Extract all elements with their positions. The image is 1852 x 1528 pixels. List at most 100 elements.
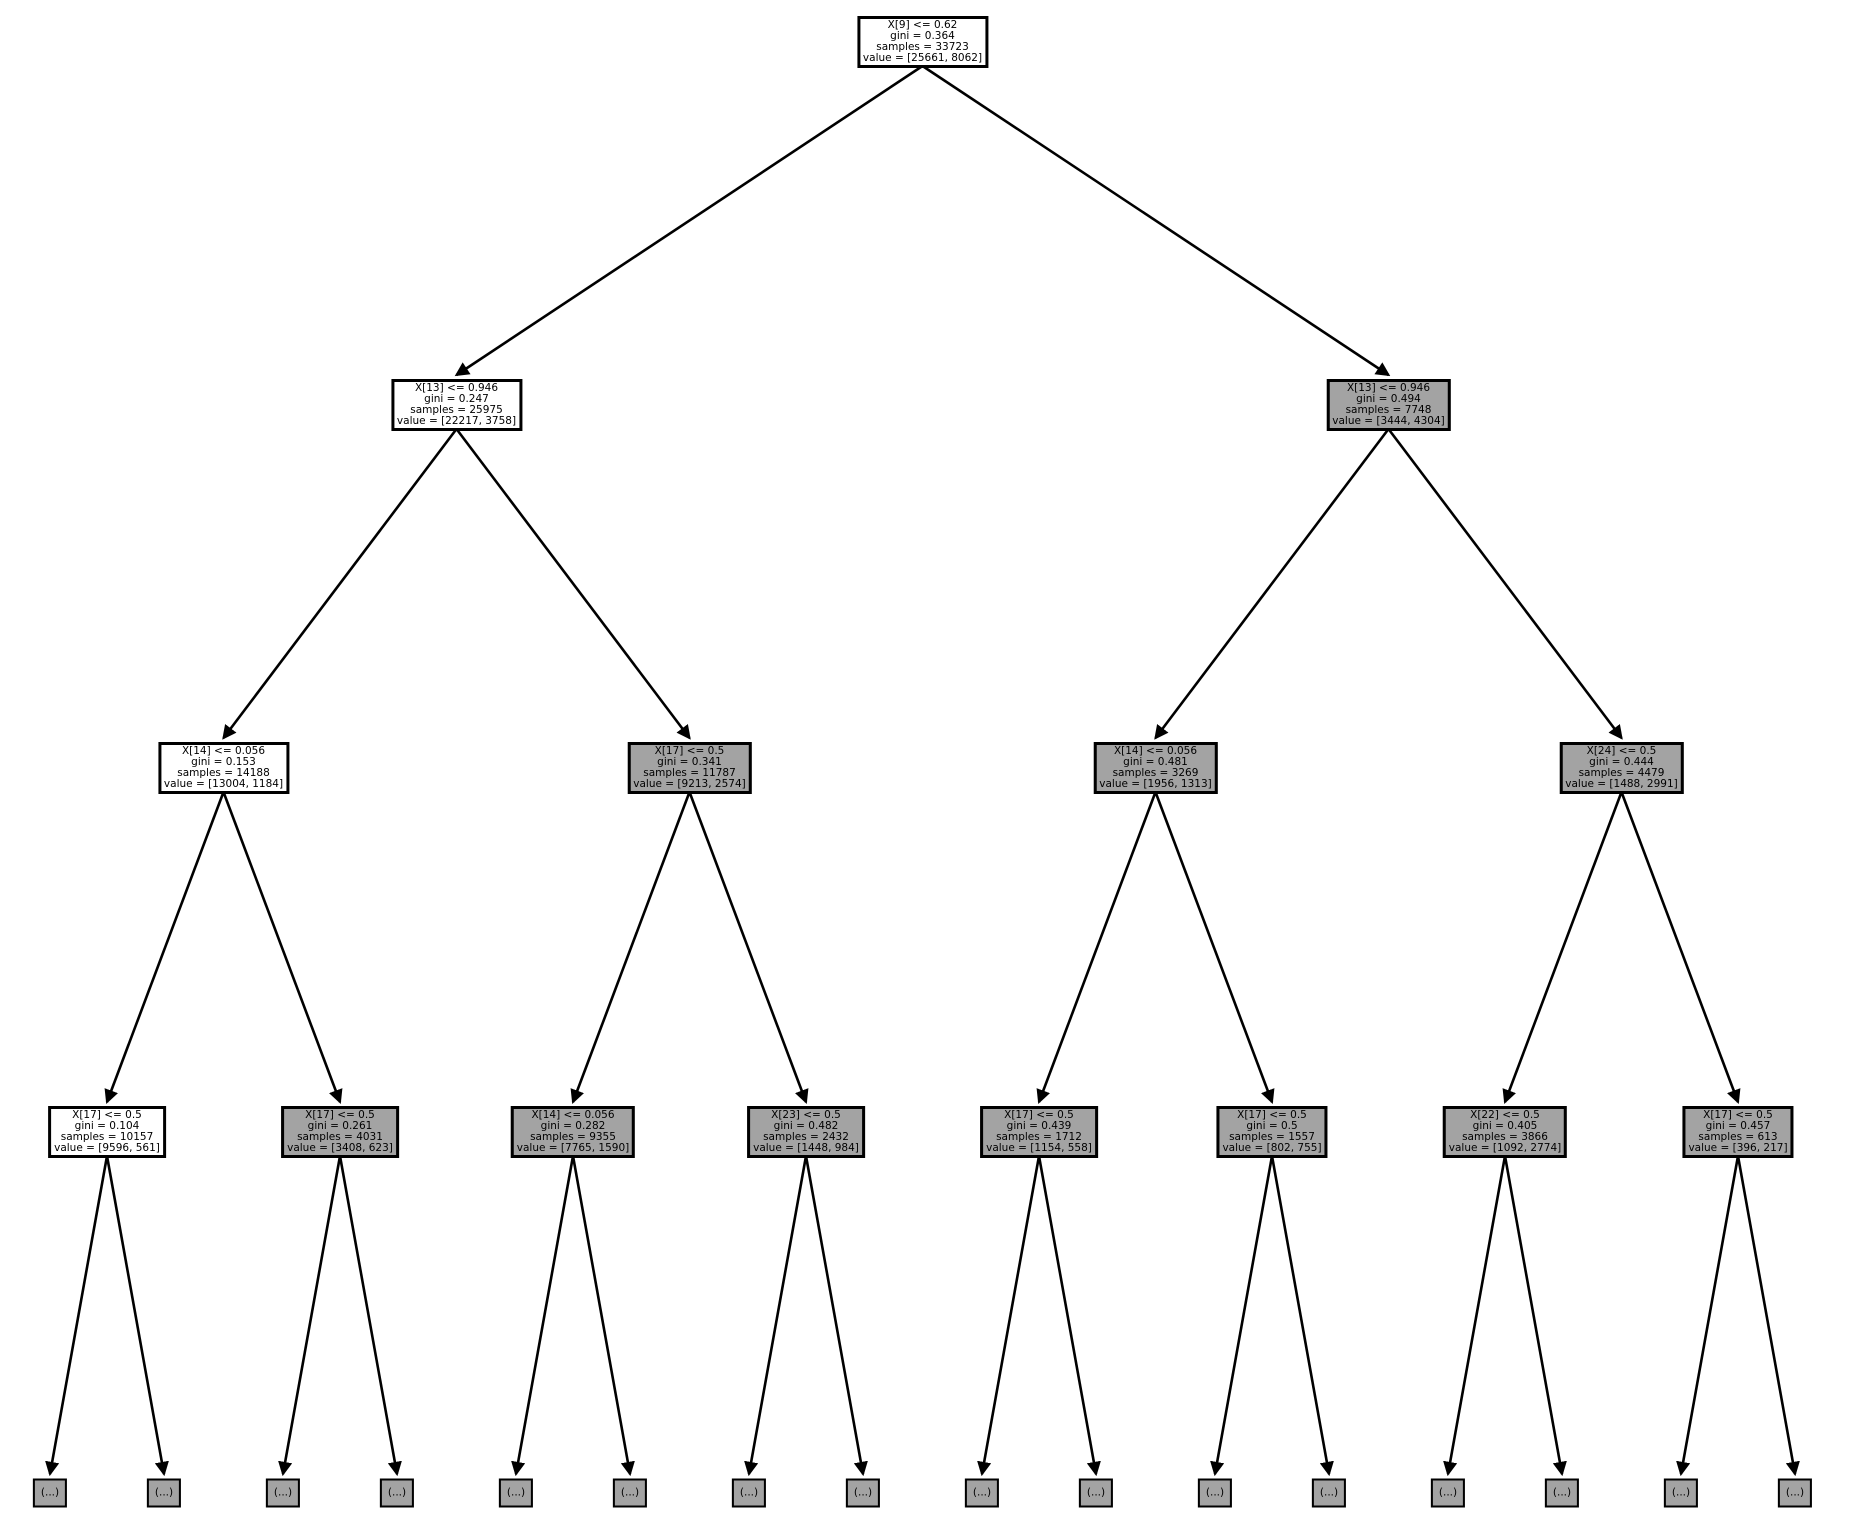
node-condition: X[24] <= 0.5 — [1586, 745, 1657, 757]
node-samples: samples = 4031 — [297, 1131, 383, 1143]
truncated-leaf-node-rootrrrr: (...) — [1777, 1478, 1813, 1508]
tree-edge — [1736, 1155, 1800, 1477]
node-condition: X[17] <= 0.5 — [1703, 1109, 1773, 1121]
truncated-leaf-node-rootrrll: (...) — [1430, 1478, 1466, 1508]
tree-edge — [222, 791, 343, 1105]
truncated-leaf-node-rootlrrr: (...) — [845, 1478, 881, 1508]
node-gini: gini = 0.341 — [657, 756, 722, 768]
node-gini: gini = 0.261 — [307, 1120, 373, 1132]
node-value: value = [1448, 984] — [753, 1142, 859, 1154]
node-value: value = [9213, 2574] — [633, 778, 746, 790]
node-value: value = [25661, 8062] — [862, 52, 983, 64]
node-condition: X[14] <= 0.056 — [1113, 745, 1198, 757]
node-condition: X[17] <= 0.5 — [654, 745, 725, 757]
tree-edge — [571, 1155, 635, 1477]
node-samples: samples = 1557 — [1229, 1131, 1315, 1143]
tree-edge — [511, 1155, 575, 1477]
tree-edge — [455, 428, 691, 740]
tree-edge — [804, 1155, 868, 1477]
leaf-label: (...) — [273, 1486, 293, 1499]
tree-edge — [1503, 1155, 1567, 1477]
tree-edge — [688, 791, 809, 1105]
leaf-label: (...) — [1785, 1486, 1805, 1499]
node-gini: gini = 0.481 — [1123, 756, 1188, 768]
tree-edge — [454, 64, 924, 377]
tree-edge — [338, 1155, 402, 1477]
leaf-label: (...) — [972, 1486, 992, 1499]
tree-edge — [105, 1155, 169, 1477]
leaf-label: (...) — [154, 1486, 174, 1499]
node-condition: X[13] <= 0.946 — [1346, 382, 1431, 394]
tree-edge — [1154, 791, 1275, 1105]
node-gini: gini = 0.153 — [191, 756, 256, 768]
tree-edge — [278, 1155, 342, 1477]
node-value: value = [396, 217] — [1688, 1142, 1788, 1154]
node-value: value = [1092, 2774] — [1448, 1142, 1562, 1154]
tree-edge — [570, 791, 691, 1105]
tree-edge — [45, 1155, 109, 1477]
leaf-label: (...) — [40, 1486, 60, 1499]
tree-edge — [1037, 1155, 1101, 1477]
node-value: value = [1488, 2991] — [1565, 778, 1678, 790]
node-samples: samples = 33723 — [876, 41, 969, 53]
node-samples: samples = 3269 — [1112, 767, 1199, 779]
truncated-leaf-node-rootlrrl: (...) — [731, 1478, 767, 1508]
node-gini: gini = 0.364 — [890, 30, 955, 42]
truncated-leaf-node-rootrlrr: (...) — [1311, 1478, 1347, 1508]
node-value: value = [802, 755] — [1222, 1142, 1322, 1154]
truncated-leaf-node-rootrlll: (...) — [964, 1478, 1000, 1508]
node-samples: samples = 7748 — [1345, 404, 1432, 416]
node-gini: gini = 0.444 — [1589, 756, 1654, 768]
node-gini: gini = 0.282 — [540, 1120, 606, 1132]
node-condition: X[22] <= 0.5 — [1470, 1109, 1540, 1121]
truncated-leaf-node-rootrrlr: (...) — [1544, 1478, 1580, 1508]
node-value: value = [9596, 561] — [54, 1142, 160, 1154]
leaf-label: (...) — [1438, 1486, 1458, 1499]
tree-edge — [921, 64, 1391, 377]
leaf-label: (...) — [853, 1486, 873, 1499]
truncated-leaf-node-rootrrrl: (...) — [1663, 1478, 1699, 1508]
tree-edge — [1620, 791, 1741, 1105]
node-condition: X[17] <= 0.5 — [1004, 1109, 1074, 1121]
node-samples: samples = 11787 — [643, 767, 736, 779]
node-gini: gini = 0.104 — [74, 1120, 140, 1132]
tree-edge — [1502, 791, 1623, 1105]
node-gini: gini = 0.494 — [1356, 393, 1421, 405]
leaf-label: (...) — [387, 1486, 407, 1499]
node-condition: X[14] <= 0.056 — [531, 1109, 615, 1121]
node-samples: samples = 10157 — [60, 1131, 154, 1143]
node-value: value = [1956, 1313] — [1099, 778, 1212, 790]
node-value: value = [1154, 558] — [986, 1142, 1092, 1154]
leaf-label: (...) — [1671, 1486, 1691, 1499]
tree-edge — [1154, 428, 1390, 740]
node-condition: X[14] <= 0.056 — [181, 745, 266, 757]
tree-edge — [1036, 791, 1157, 1105]
node-samples: samples = 1712 — [996, 1131, 1082, 1143]
node-gini: gini = 0.439 — [1006, 1120, 1072, 1132]
node-samples: samples = 613 — [1698, 1131, 1778, 1143]
truncated-leaf-node-rootllrr: (...) — [379, 1478, 415, 1508]
tree-edge — [1387, 428, 1623, 740]
node-condition: X[17] <= 0.5 — [1237, 1109, 1307, 1121]
node-condition: X[13] <= 0.946 — [414, 382, 499, 394]
truncated-leaf-node-rootrllr: (...) — [1078, 1478, 1114, 1508]
tree-edge — [1443, 1155, 1507, 1477]
truncated-leaf-node-rootrlrl: (...) — [1197, 1478, 1233, 1508]
tree-edge — [1676, 1155, 1740, 1477]
leaf-label: (...) — [1552, 1486, 1572, 1499]
node-samples: samples = 25975 — [410, 404, 503, 416]
tree-edge — [222, 428, 458, 740]
